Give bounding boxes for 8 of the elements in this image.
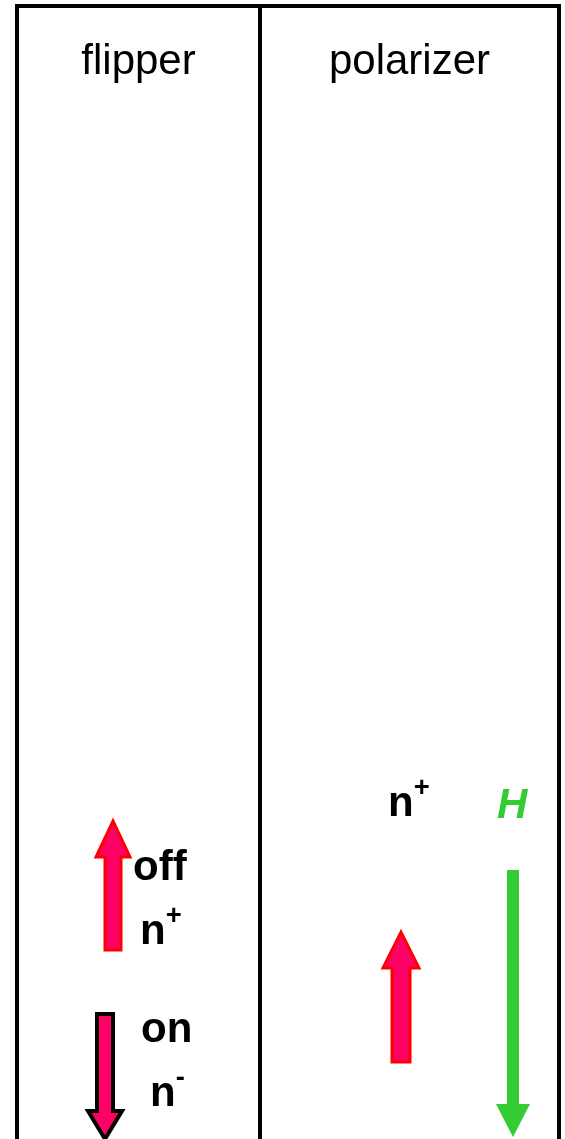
column-heading: polarizer — [327, 36, 492, 84]
neutron-spin-label: n$^{+}$ — [388, 778, 430, 826]
state-label: on — [141, 1004, 193, 1052]
neutron-spin-label: n$^{+}$ — [140, 906, 182, 954]
column-heading: flipper — [80, 36, 197, 84]
state-label: off — [133, 842, 187, 890]
field-label: H — [497, 780, 528, 828]
neutron-spin-label: n$^{-}$ — [150, 1068, 185, 1116]
